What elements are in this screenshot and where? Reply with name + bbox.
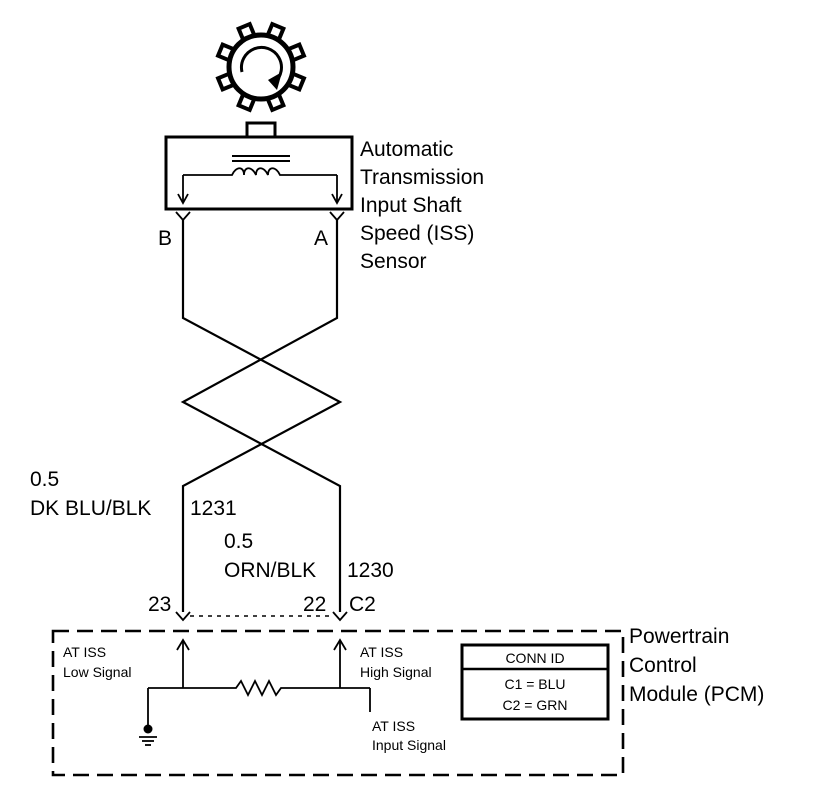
high-signal-label-1: AT ISS <box>360 644 403 660</box>
conn-id-title: CONN ID <box>505 650 564 666</box>
sensor-label-line-3: Input Shaft <box>360 194 462 217</box>
input-signal-label-2: Input Signal <box>372 737 446 753</box>
low-signal-label-1: AT ISS <box>63 644 106 660</box>
sensor-label-line-1: Automatic <box>360 138 453 161</box>
sensor-label-line-2: Transmission <box>360 166 484 189</box>
pcm-label: Powertrain Control Module (PCM) <box>629 625 764 706</box>
high-signal-label-2: High Signal <box>360 664 432 680</box>
conn-id-row-2: C2 = GRN <box>503 697 568 713</box>
pcm-label-line-3: Module (PCM) <box>629 683 764 706</box>
sensor-label: Automatic Transmission Input Shaft Speed… <box>360 138 484 273</box>
sensor-connector: B A <box>158 211 345 250</box>
right-wire-circuit: 1230 <box>347 559 394 582</box>
sensor-coil-icon <box>183 167 337 176</box>
pcm-label-line-1: Powertrain <box>629 625 729 648</box>
conn-id-table: CONN ID C1 = BLU C2 = GRN <box>460 643 610 721</box>
left-wire-circuit: 1231 <box>190 497 237 520</box>
pin-22-label: 22 <box>303 593 326 616</box>
left-wire-color: DK BLU/BLK <box>30 497 151 520</box>
connector-c2-label: C2 <box>349 593 376 616</box>
pcm-connector: 23 22 C2 <box>148 593 376 622</box>
pcm-internal-circuit <box>139 638 371 746</box>
ground-icon <box>139 736 157 746</box>
ground-node-icon <box>143 724 153 734</box>
low-signal-arrow-icon <box>176 638 190 651</box>
terminal-a-label: A <box>314 227 328 250</box>
right-wire-gauge: 0.5 <box>224 530 253 553</box>
right-wire-color: ORN/BLK <box>224 559 316 582</box>
wire-right <box>180 220 342 612</box>
low-signal-label-2: Low Signal <box>63 664 132 680</box>
reluctor-wheel-icon <box>215 21 307 113</box>
pcm-outline <box>51 629 625 777</box>
terminal-b-label: B <box>158 227 172 250</box>
sensor-label-line-4: Speed (ISS) <box>360 222 474 245</box>
high-signal-arrow-icon <box>333 638 347 651</box>
pcm-signal-labels: AT ISS Low Signal AT ISS High Signal AT … <box>63 644 446 753</box>
iss-sensor-body <box>164 121 354 211</box>
pcm-label-line-2: Control <box>629 654 697 677</box>
input-signal-label-1: AT ISS <box>372 718 415 734</box>
left-wire-gauge: 0.5 <box>30 468 59 491</box>
wire-labels: 0.5 DK BLU/BLK 1231 0.5 ORN/BLK 1230 <box>30 468 394 582</box>
twisted-pair-wires <box>180 220 343 612</box>
pin-23-label: 23 <box>148 593 171 616</box>
sensor-label-line-5: Sensor <box>360 250 427 273</box>
wire-left <box>181 220 343 612</box>
resistor-icon <box>148 678 370 698</box>
conn-id-row-1: C1 = BLU <box>504 676 565 692</box>
